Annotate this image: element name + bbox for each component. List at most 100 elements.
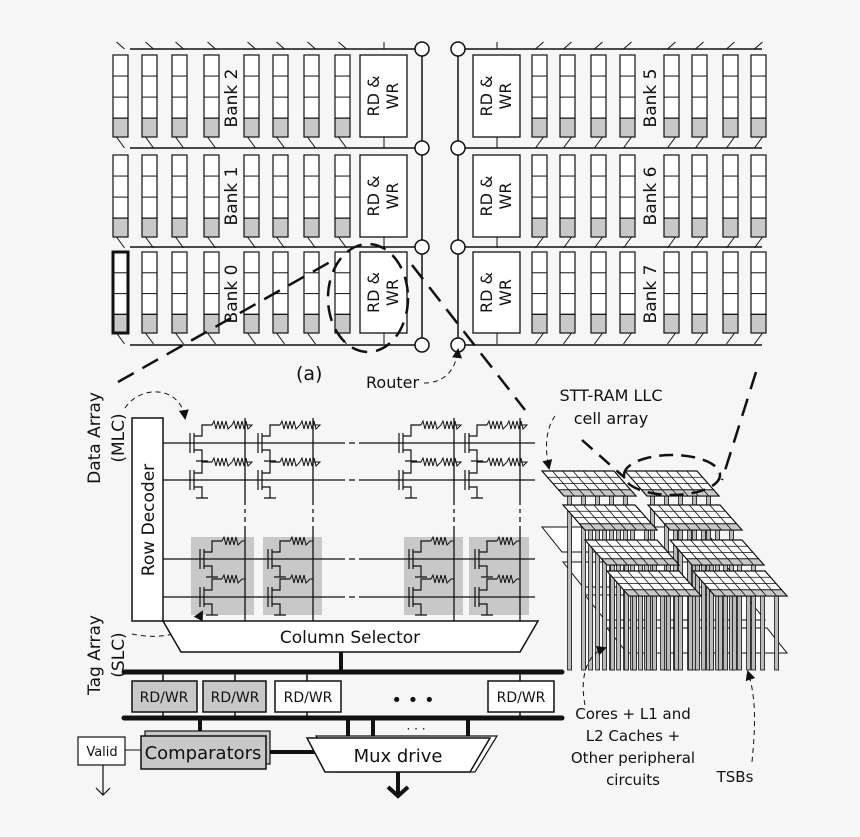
- tile-grid-line: [688, 504, 712, 531]
- tsv-pillar: [660, 595, 665, 671]
- subarray-column: [691, 54, 708, 119]
- rdwr-block-left: [359, 154, 408, 238]
- subarray-connector: [307, 136, 316, 149]
- tile-grid-line: [625, 539, 649, 566]
- subarray-connector: [754, 136, 763, 149]
- tsv-pillar: [567, 495, 572, 671]
- subarray-connector: [307, 236, 316, 249]
- slc-resistor: [221, 573, 245, 584]
- slc-resistor: [289, 573, 313, 584]
- tag-subarray: [590, 117, 607, 138]
- tile-tag-strip: [622, 589, 703, 597]
- subarray-column: [303, 154, 320, 219]
- bank-label-1: Bank 1: [222, 167, 242, 226]
- subarray-column: [750, 154, 767, 219]
- subarray-column: [590, 251, 607, 315]
- rdwr-unit-1: [131, 680, 198, 713]
- subarray-connector: [145, 236, 154, 249]
- subarray-connector: [726, 41, 735, 50]
- tile-grid-line: [658, 570, 681, 597]
- tag-subarray: [141, 217, 158, 238]
- column-selector-label: Column Selector: [280, 628, 420, 648]
- small-ellipsis: · · ·: [406, 722, 425, 736]
- subarray-connector: [247, 41, 256, 50]
- tag-subarray: [203, 217, 220, 238]
- subarray-connector: [207, 332, 216, 345]
- subarray-connector: [116, 136, 125, 149]
- transistor: [257, 461, 280, 499]
- tile-tag-strip: [663, 523, 744, 531]
- subarray-column: [272, 251, 289, 315]
- callout-dashed-line: [720, 371, 758, 481]
- subarray-connector: [535, 236, 544, 249]
- router-node: [450, 337, 466, 353]
- subarray-connector: [695, 41, 704, 50]
- tile-grid-line: [690, 539, 713, 566]
- mux-drive-block: [305, 737, 492, 773]
- rdwr-label: RD &: [364, 76, 383, 117]
- tag-subarray: [531, 313, 548, 334]
- cores-label: circuits: [606, 771, 660, 789]
- tsv-pillar: [774, 595, 779, 671]
- subarray-connector: [594, 332, 603, 345]
- mlc-resistor: [279, 419, 322, 430]
- mlc-resistor: [420, 419, 463, 430]
- subarray-column: [112, 251, 129, 315]
- tag-subarray: [203, 313, 220, 334]
- subarray-connector: [754, 332, 763, 345]
- tag-subarray: [691, 217, 708, 238]
- subarray-connector: [594, 136, 603, 149]
- subarray-column: [112, 54, 129, 119]
- subarray-connector: [667, 136, 676, 149]
- stt-ram-label: STT-RAM LLC: [559, 386, 662, 405]
- tag-subarray: [243, 313, 260, 334]
- tile-grid-line: [562, 470, 585, 497]
- rdwr-unit-label: RD/WR: [140, 690, 189, 706]
- slc-resistor: [430, 573, 454, 584]
- subarray-column: [619, 54, 636, 119]
- subarray-column: [141, 54, 158, 119]
- subarray-connector: [695, 332, 704, 345]
- tag-subarray: [691, 117, 708, 138]
- tile-grid-line: [744, 570, 767, 597]
- tag-subarray: [203, 117, 220, 138]
- tag-subarray: [303, 313, 320, 334]
- tile-grid-line: [603, 504, 627, 531]
- tile-grid-line: [583, 504, 606, 531]
- subarray-column: [663, 154, 680, 219]
- bank-label-0: Bank 0: [222, 265, 242, 324]
- subarray-connector: [175, 332, 184, 345]
- subarray-connector: [726, 332, 735, 345]
- tag-subarray: [750, 217, 767, 238]
- subarray-column: [171, 54, 188, 119]
- tag-subarray: [559, 313, 576, 334]
- tag-subarray: [531, 217, 548, 238]
- subarray-connector: [175, 136, 184, 149]
- subfigure-label: (a): [296, 363, 322, 385]
- subarray-connector: [307, 41, 316, 50]
- tile-grid-line: [657, 504, 681, 531]
- subarray-connector: [207, 41, 216, 50]
- tag-subarray: [112, 313, 129, 334]
- tsv-pillar: [674, 595, 679, 671]
- tag-subarray: [272, 313, 289, 334]
- cores-label: L2 Caches +: [586, 727, 680, 745]
- subarray-column: [619, 251, 636, 315]
- router-node: [414, 140, 430, 156]
- tsv-pillar: [632, 595, 637, 671]
- subarray-connector: [276, 332, 285, 345]
- row-decoder-label: Row Decoder: [139, 464, 159, 576]
- subarray-column: [590, 154, 607, 219]
- tsv-pillar: [610, 564, 615, 671]
- callout-dashed-line: [581, 439, 626, 479]
- subarray-connector: [754, 41, 763, 50]
- tile-tag-strip: [708, 589, 789, 597]
- transistor: [474, 540, 497, 578]
- tag-subarray: [112, 117, 129, 138]
- subarray-connector: [276, 136, 285, 149]
- subarray-column: [203, 154, 220, 219]
- tile-grid-line: [634, 470, 658, 497]
- tile-grid-line: [615, 539, 639, 566]
- highlighted-subarray: [111, 250, 130, 335]
